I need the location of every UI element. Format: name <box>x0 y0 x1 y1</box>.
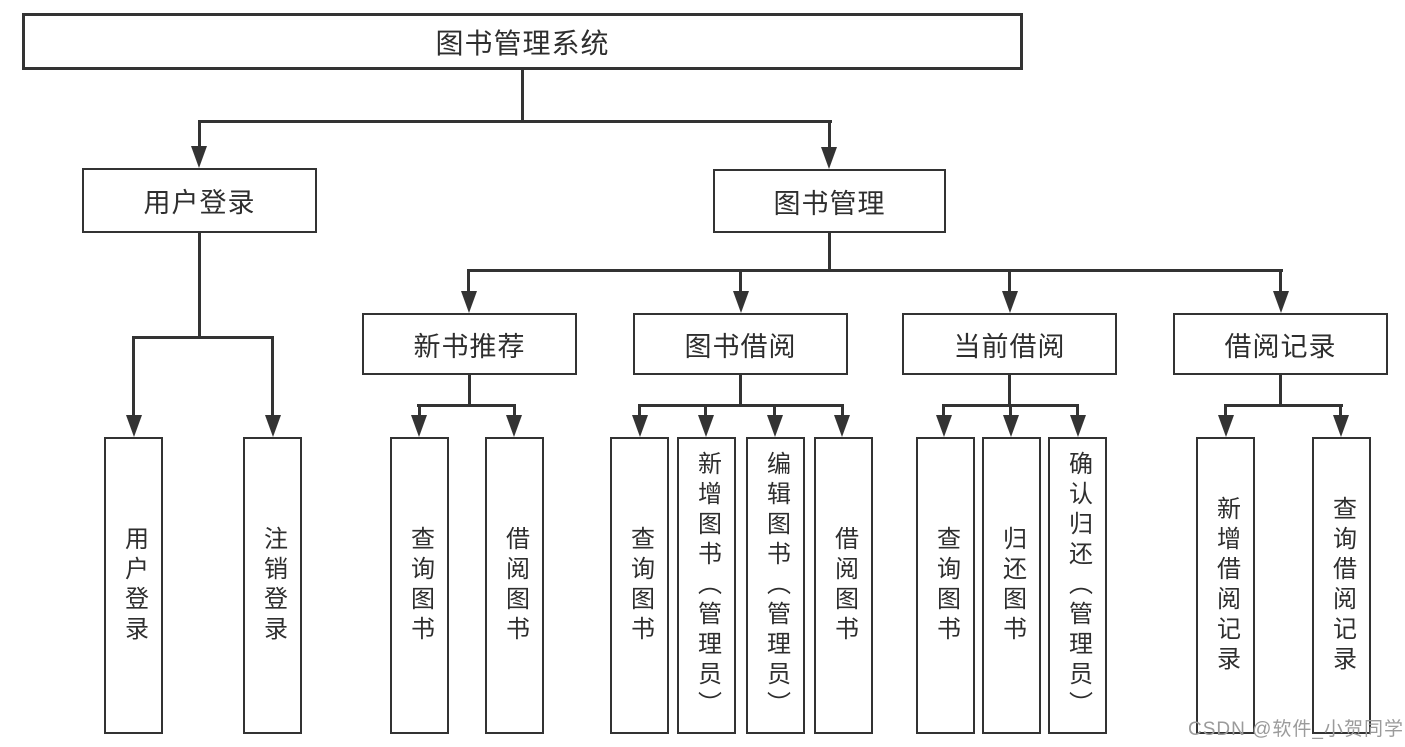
connector-drop <box>1009 404 1012 417</box>
leaf-add-borrow-record: 新增借阅记录 <box>1196 437 1255 734</box>
arrowhead-to-leaf-logout <box>265 415 281 437</box>
node-current-borrowing: 当前借阅 <box>902 313 1117 375</box>
node-user-login: 用户登录 <box>82 168 317 233</box>
node-new-book-recommend: 新书推荐 <box>362 313 577 375</box>
leaf-return-books: 归还图书 <box>982 437 1041 734</box>
connector-borrow-records-stem <box>1279 375 1282 407</box>
leaf-label: 查询图书 <box>626 525 654 646</box>
node-library-system: 图书管理系统 <box>22 13 1023 70</box>
leaf-label: 查询图书 <box>406 525 434 646</box>
connector-drop <box>1076 404 1079 417</box>
node-label: 用户登录 <box>143 188 256 218</box>
leaf-query-borrow-record: 查询借阅记录 <box>1312 437 1371 734</box>
connector-book-mgmt-stem <box>828 233 831 272</box>
connector-book-borrowing-stem <box>739 375 742 407</box>
leaf-confirm-return-admin: 确认归还（管理员） <box>1048 437 1107 734</box>
csdn-watermark: CSDN @软件_小贺同学 <box>1188 719 1404 740</box>
leaf-query-books-3: 查询图书 <box>916 437 975 734</box>
arrowhead-to-leaf <box>632 415 648 437</box>
leaf-label: 新增借阅记录 <box>1212 495 1240 676</box>
leaf-edit-books-admin: 编辑图书（管理员） <box>746 437 805 734</box>
leaf-add-books-admin: 新增图书（管理员） <box>677 437 736 734</box>
arrowhead-to-leaf <box>1333 415 1349 437</box>
connector-drop <box>1339 404 1342 417</box>
connector-new-book-rail <box>417 404 516 407</box>
connector-user-login-stem <box>198 233 201 339</box>
arrowhead-to-leaf-user-login <box>126 415 142 437</box>
connector-current-borrowing-stem <box>1008 375 1011 407</box>
connector-drop <box>841 404 844 417</box>
arrowhead-to-leaf <box>1070 415 1086 437</box>
leaf-label: 注销登录 <box>259 525 287 646</box>
leaf-logout: 注销登录 <box>243 437 302 734</box>
arrowhead-to-book-borrowing <box>733 291 749 313</box>
node-label: 借阅记录 <box>1224 331 1337 362</box>
leaf-label: 查询图书 <box>932 525 960 646</box>
connector-drop <box>942 404 945 417</box>
node-label: 图书管理系统 <box>435 27 610 59</box>
connector-drop-leaf-user-login <box>132 336 135 417</box>
connector-drop <box>513 404 516 417</box>
arrowhead-to-current-borrowing <box>1002 291 1018 313</box>
connector-drop-new-book <box>467 269 470 293</box>
connector-drop <box>638 404 641 417</box>
arrowhead-to-borrow-records <box>1273 291 1289 313</box>
leaf-query-books-2: 查询图书 <box>610 437 669 734</box>
connector-borrow-records-rail <box>1224 404 1343 407</box>
arrowhead-to-leaf <box>767 415 783 437</box>
arrowhead-to-leaf <box>834 415 850 437</box>
leaf-label: 编辑图书（管理员） <box>762 450 790 721</box>
leaf-label: 借阅图书 <box>830 525 858 646</box>
connector-drop <box>704 404 707 417</box>
arrowhead-to-leaf <box>506 415 522 437</box>
leaf-label: 确认归还（管理员） <box>1064 450 1092 721</box>
arrowhead-to-leaf <box>936 415 952 437</box>
node-book-management: 图书管理 <box>713 169 946 233</box>
connector-drop-borrow-records <box>1279 269 1282 293</box>
leaf-label: 用户登录 <box>120 525 148 646</box>
leaf-query-books-1: 查询图书 <box>390 437 449 734</box>
arrowhead-to-user-login <box>191 146 207 168</box>
connector-drop <box>418 404 421 417</box>
node-label: 图书管理 <box>773 188 886 219</box>
arrowhead-to-leaf <box>411 415 427 437</box>
connector-drop-user-login <box>198 120 201 148</box>
arrowhead-to-leaf <box>1003 415 1019 437</box>
connector-drop <box>1224 404 1227 417</box>
connector-root-rail <box>198 120 832 123</box>
node-borrow-records: 借阅记录 <box>1173 313 1388 375</box>
connector-root-stem <box>521 70 524 123</box>
connector-new-book-stem <box>468 375 471 407</box>
connector-drop-book-management <box>828 120 831 148</box>
leaf-label: 查询借阅记录 <box>1328 495 1356 676</box>
leaf-user-login: 用户登录 <box>104 437 163 734</box>
leaf-borrow-books-1: 借阅图书 <box>485 437 544 734</box>
connector-book-borrowing-rail <box>638 404 844 407</box>
arrowhead-to-leaf <box>1218 415 1234 437</box>
arrowhead-to-leaf <box>698 415 714 437</box>
node-label: 新书推荐 <box>413 331 526 362</box>
connector-drop <box>773 404 776 417</box>
node-label: 图书借阅 <box>684 331 797 362</box>
connector-drop-current-borrowing <box>1008 269 1011 293</box>
node-label: 当前借阅 <box>953 331 1066 362</box>
leaf-label: 归还图书 <box>998 525 1026 646</box>
node-book-borrowing: 图书借阅 <box>633 313 848 375</box>
connector-drop-book-borrowing <box>739 269 742 293</box>
arrowhead-to-new-book <box>461 291 477 313</box>
leaf-label: 新增图书（管理员） <box>693 450 721 721</box>
connector-user-login-rail <box>132 336 274 339</box>
connector-drop-leaf-logout <box>271 336 274 417</box>
leaf-borrow-books-2: 借阅图书 <box>814 437 873 734</box>
arrowhead-to-book-management <box>821 147 837 169</box>
connector-book-mgmt-rail <box>467 269 1283 272</box>
leaf-label: 借阅图书 <box>501 525 529 646</box>
